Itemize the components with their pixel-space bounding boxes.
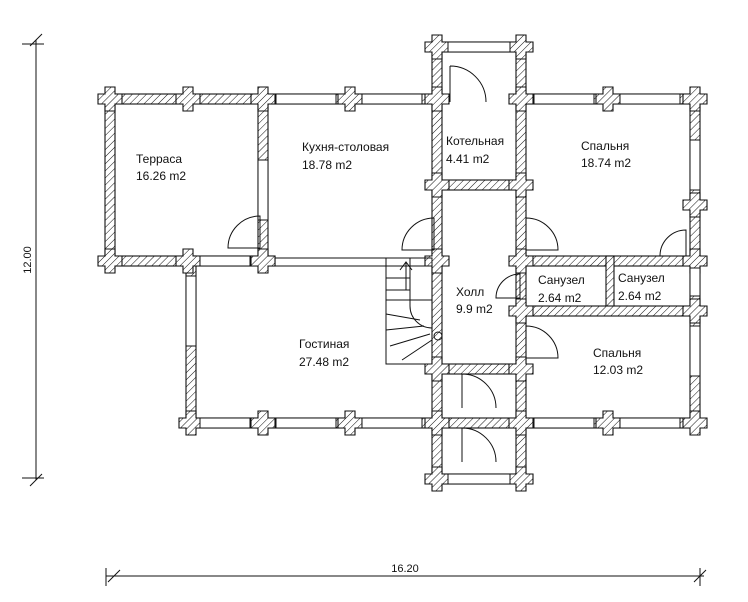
log-joint bbox=[508, 86, 534, 112]
log-joint bbox=[508, 410, 534, 436]
log-joint bbox=[250, 86, 276, 112]
room-name-living: Гостиная bbox=[299, 337, 349, 351]
room-name-bathroom-2: Санузел bbox=[618, 271, 665, 285]
log-joint bbox=[424, 356, 450, 382]
log-joint bbox=[682, 192, 708, 218]
log-joint bbox=[508, 248, 534, 274]
room-name-hall: Холл bbox=[456, 285, 484, 299]
dimension-vertical: 12.00 bbox=[22, 33, 44, 487]
log-joint bbox=[682, 410, 708, 436]
log-joint bbox=[424, 410, 450, 436]
log-joint bbox=[250, 248, 276, 274]
room-area-bathroom-1: 2.64 m2 bbox=[538, 291, 582, 305]
dimension-horizontal: 16.20 bbox=[105, 563, 707, 586]
log-joint bbox=[424, 172, 450, 198]
log-joint bbox=[250, 410, 276, 436]
log-joint bbox=[424, 34, 450, 60]
dimension-width-label: 16.20 bbox=[391, 563, 419, 575]
log-joint bbox=[682, 86, 708, 112]
room-area-bedroom-2: 12.03 m2 bbox=[593, 363, 643, 377]
dimension-height-label: 12.00 bbox=[22, 246, 34, 274]
staircase bbox=[385, 257, 443, 365]
room-area-boiler: 4.41 m2 bbox=[446, 152, 490, 166]
log-joint bbox=[508, 356, 534, 382]
room-labels: Терраса 16.26 m2 Кухня-столовая 18.78 m2… bbox=[136, 134, 665, 377]
log-joint bbox=[97, 248, 123, 274]
log-joint bbox=[595, 410, 621, 436]
log-joint bbox=[682, 298, 708, 324]
log-joint bbox=[424, 86, 450, 112]
room-name-bedroom-1: Спальня bbox=[581, 139, 629, 153]
log-joint bbox=[508, 298, 534, 324]
log-joint bbox=[175, 86, 201, 112]
log-joint bbox=[424, 466, 450, 492]
room-area-bathroom-2: 2.64 m2 bbox=[618, 289, 662, 303]
log-joint bbox=[175, 248, 201, 274]
room-area-bedroom-1: 18.74 m2 bbox=[581, 156, 631, 170]
log-joint bbox=[337, 410, 363, 436]
log-joint bbox=[508, 466, 534, 492]
windows bbox=[185, 41, 701, 485]
doors bbox=[227, 65, 687, 463]
log-joint bbox=[337, 86, 363, 112]
room-area-kitchen: 18.78 m2 bbox=[302, 158, 352, 172]
log-joints bbox=[97, 34, 708, 492]
log-joint bbox=[508, 34, 534, 60]
log-joint bbox=[97, 86, 123, 112]
log-joint bbox=[178, 410, 204, 436]
log-joint bbox=[424, 248, 450, 274]
log-joint bbox=[595, 86, 621, 112]
log-joint bbox=[508, 172, 534, 198]
room-name-bathroom-1: Санузел bbox=[538, 273, 585, 287]
room-area-terrace: 16.26 m2 bbox=[136, 169, 186, 183]
room-name-kitchen: Кухня-столовая bbox=[302, 140, 389, 154]
room-area-living: 27.48 m2 bbox=[299, 355, 349, 369]
room-name-terrace: Терраса bbox=[136, 152, 182, 166]
room-name-boiler: Котельная bbox=[446, 134, 504, 148]
room-name-bedroom-2: Спальня bbox=[593, 346, 641, 360]
room-area-hall: 9.9 m2 bbox=[456, 302, 493, 316]
